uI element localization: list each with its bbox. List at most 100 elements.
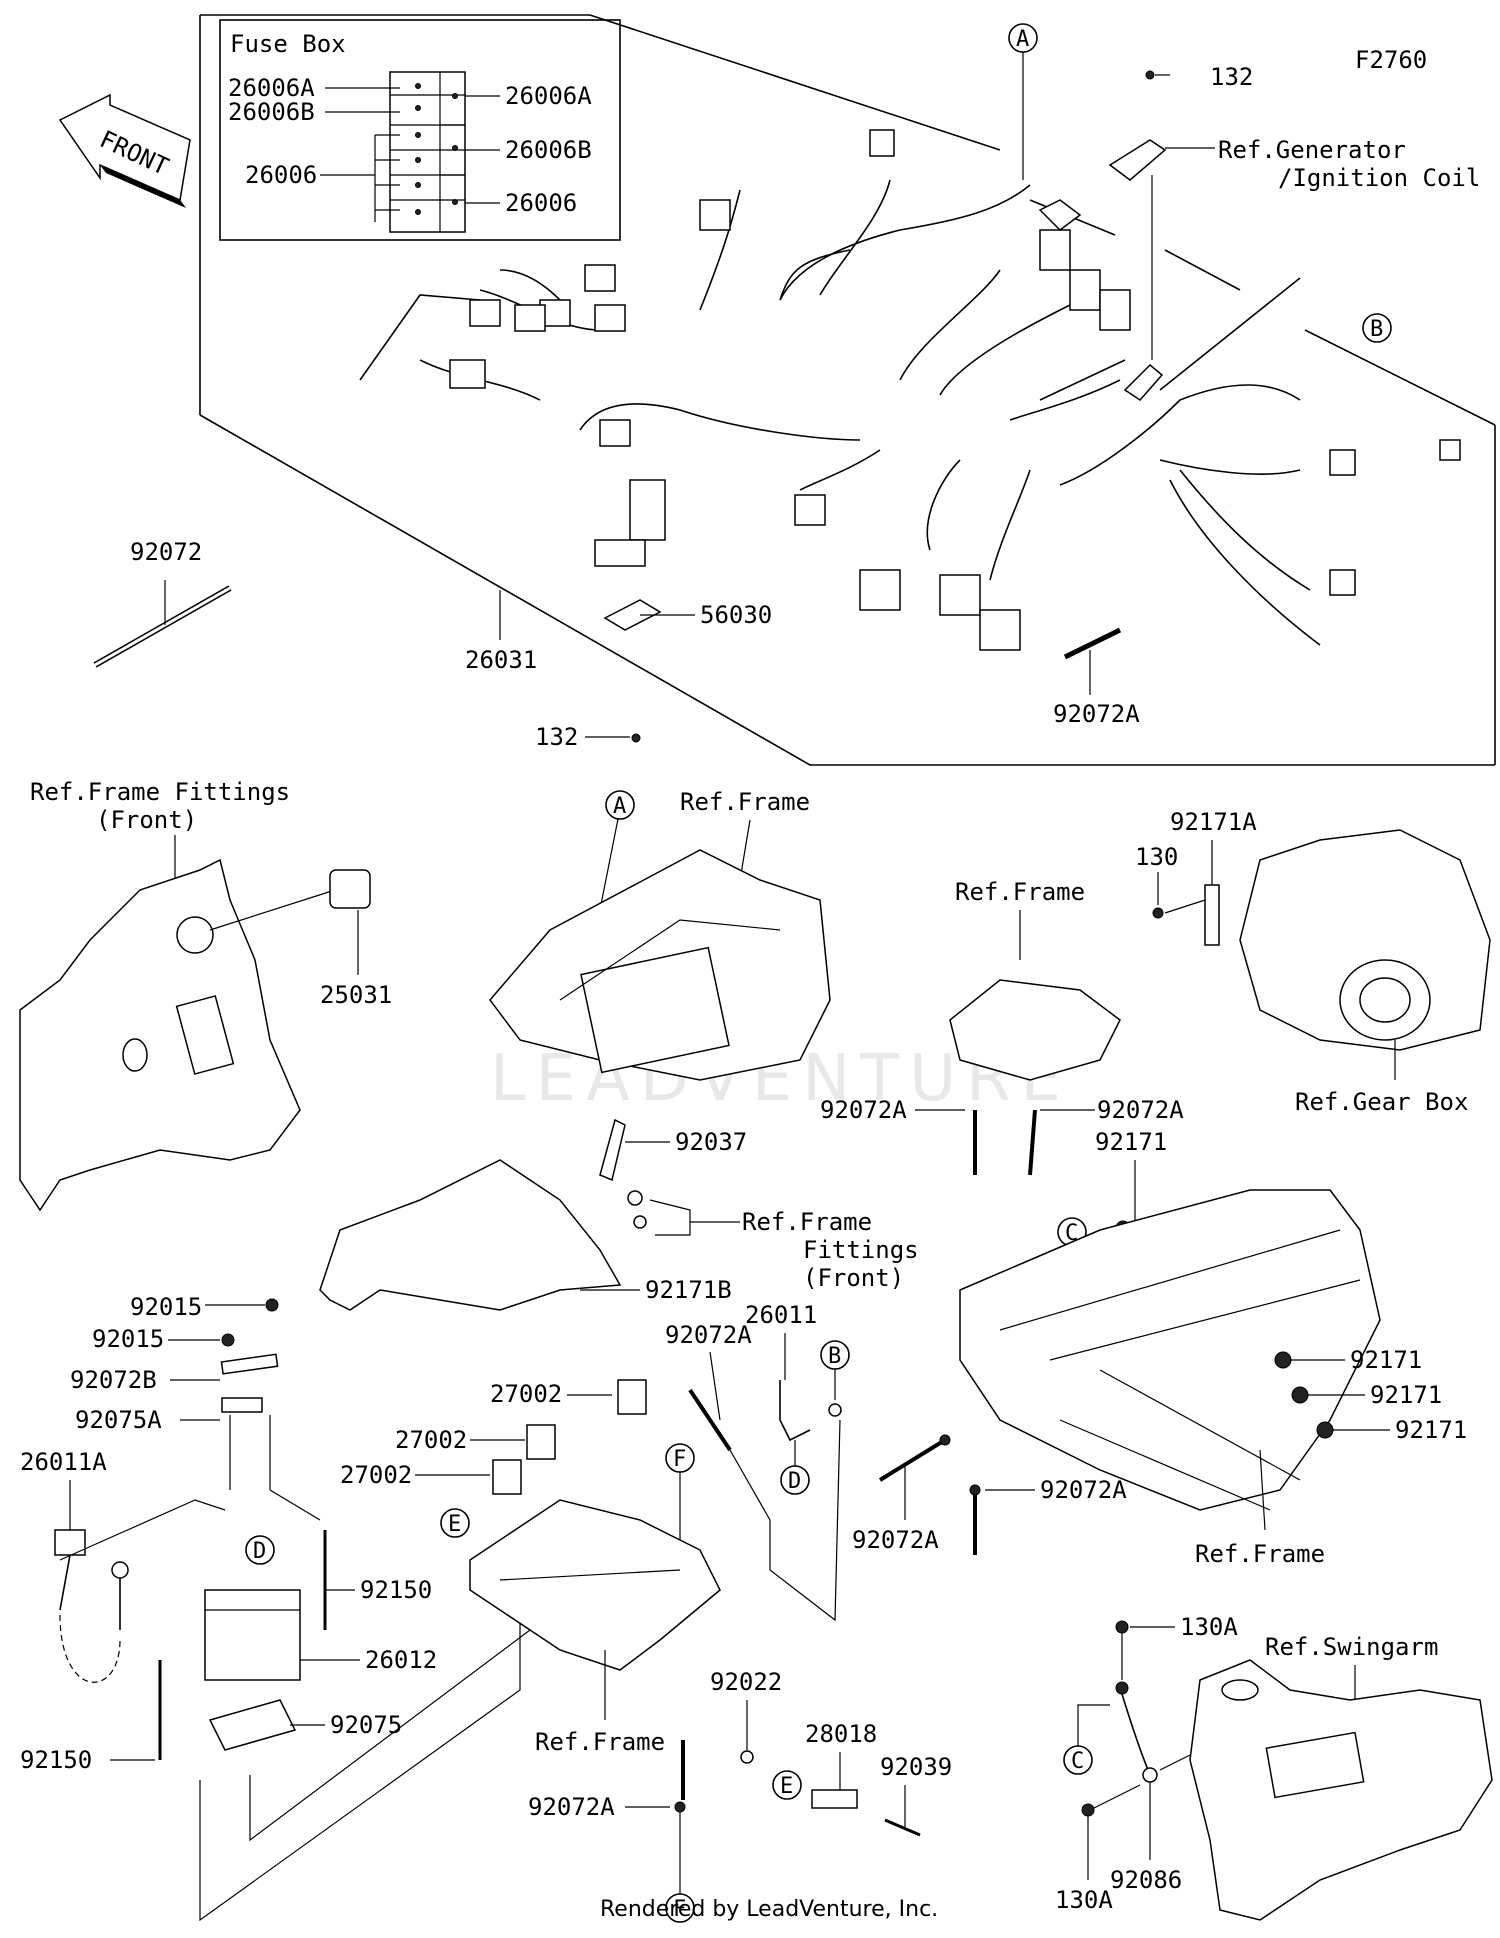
bolt-130a-top [1115, 1620, 1129, 1634]
callout-e-mid-label: E [448, 1512, 461, 1537]
clamps-92171-right [1274, 1351, 1334, 1439]
label-front-mid: (Front) [803, 1264, 904, 1292]
label-92171-c: 92171 [1395, 1416, 1467, 1444]
label-92072b: 92072B [70, 1366, 157, 1394]
clamp-92171a [1204, 884, 1220, 946]
callout-a-mid [605, 790, 635, 820]
label-92072a-mid: 92072A [665, 1321, 752, 1349]
grommet-25031 [329, 869, 371, 909]
swingarm [1189, 1659, 1493, 1921]
tie-92037 [599, 1118, 626, 1182]
ground-terminal [1123, 363, 1164, 401]
fastener-mid-1 [627, 1190, 643, 1206]
label-92072a-right: 92072A [1097, 1096, 1184, 1124]
cable-tie-92072a-mid [688, 1388, 732, 1452]
label-92037: 92037 [675, 1128, 747, 1156]
footer-credit: Rendered by LeadVenture, Inc. [600, 1897, 938, 1922]
bracket-92072b [220, 1353, 279, 1375]
callout-c-bot-label: C [1071, 1749, 1084, 1774]
label-132-mid: 132 [535, 723, 578, 751]
label-92015-a: 92015 [130, 1293, 202, 1321]
label-26031: 26031 [465, 646, 537, 674]
callout-c-mid-label: C [1065, 1221, 1078, 1246]
nut-92015-b [221, 1333, 235, 1347]
label-130: 130 [1135, 843, 1178, 871]
washer-92022 [740, 1750, 754, 1764]
callout-e-bot [772, 1770, 802, 1800]
label-92022: 92022 [710, 1668, 782, 1696]
fuse-label-left-b: 26006B [228, 98, 315, 126]
label-ref-frame-4: Ref.Frame [1195, 1540, 1325, 1568]
fuse-label-left-a: 26006A [228, 74, 315, 102]
pad-92075a [221, 1397, 263, 1413]
callout-b-top [1362, 313, 1392, 343]
label-front-paren: (Front) [96, 806, 197, 834]
label-132-top: 132 [1210, 63, 1253, 91]
battery-tray [469, 1499, 721, 1671]
pad-92075 [208, 1699, 297, 1751]
callout-f-bot-label: F [673, 1897, 686, 1922]
label-fittings-mid: Fittings [803, 1236, 919, 1264]
harness-connectors [449, 129, 1461, 651]
front-direction-arrow: FRONT [58, 93, 191, 208]
label-92072a-cl: 92072A [852, 1526, 939, 1554]
label-56030: 56030 [700, 601, 772, 629]
callout-d-left-label: D [253, 1539, 266, 1564]
relay-27002-a [617, 1379, 647, 1415]
cable-tie-92072a-top [1063, 627, 1122, 660]
bolt-130 [1152, 907, 1164, 919]
fuse-label-left-c: 26006 [245, 161, 317, 189]
label-92171b: 92171B [645, 1276, 732, 1304]
label-ref-swingarm: Ref.Swingarm [1265, 1633, 1438, 1661]
bolt-130a-bot [1081, 1803, 1095, 1817]
label-92086: 92086 [1110, 1866, 1182, 1894]
label-ref-frame-fittings-front: Ref.Frame Fittings [30, 778, 290, 806]
label-28018: 28018 [805, 1720, 877, 1748]
generator-terminal [1108, 139, 1167, 181]
fastener-mid-2 [633, 1215, 647, 1229]
relay-27002-c [492, 1459, 522, 1495]
fuse-box-title: Fuse Box [230, 30, 346, 58]
label-92171-top: 92171 [1095, 1128, 1167, 1156]
callout-f-mid-label: F [673, 1447, 686, 1472]
relay-27002-b [526, 1424, 556, 1460]
fuse-label-right-b: 26006B [505, 136, 592, 164]
label-130a-bot: 130A [1055, 1886, 1113, 1914]
label-ref-frame-3: Ref.Frame [535, 1728, 665, 1756]
harness-assembly-frame [199, 14, 1496, 766]
label-26011a: 26011A [20, 1448, 107, 1476]
label-92171a: 92171A [1170, 808, 1257, 836]
callout-f-bot [665, 1893, 695, 1923]
label-ref-frame-1: Ref.Frame [680, 788, 810, 816]
fuse-box-panel: Fuse Box 26006A 26006B 26006 26006A [219, 19, 621, 241]
label-56030-part [603, 599, 662, 631]
callout-a-top-label: A [1016, 27, 1029, 52]
label-ref-frame-fittings-mid: Ref.Frame [742, 1208, 872, 1236]
bolt-132-top [1145, 70, 1155, 80]
cable-tie-92072a-right [1028, 1109, 1037, 1176]
fuse-label-right-a: 26006A [505, 82, 592, 110]
main-wiring-harness [359, 179, 1321, 646]
sensor-28018 [811, 1789, 858, 1809]
label-25031: 25031 [320, 981, 392, 1009]
fuse-label-right-c: 26006 [505, 189, 577, 217]
nut-92015-a [265, 1298, 279, 1312]
callout-e-bot-label: E [780, 1774, 793, 1799]
terminal-26011a [111, 1561, 129, 1579]
label-92072a-cr: 92072A [1040, 1476, 1127, 1504]
label-92072a-bot: 92072A [528, 1793, 615, 1821]
label-92072a-left: 92072A [820, 1096, 907, 1124]
callout-b-top-label: B [1370, 317, 1383, 342]
frame-fitting-front-panel [19, 858, 301, 1212]
label-ignition-coil: /Ignition Coil [1278, 164, 1480, 192]
label-92039: 92039 [880, 1753, 952, 1781]
label-92150-r: 92150 [360, 1576, 432, 1604]
label-92075: 92075 [330, 1711, 402, 1739]
battery-26012 [204, 1589, 301, 1681]
label-92072: 92072 [130, 538, 202, 566]
callout-d-left [245, 1535, 275, 1565]
diagram-code: F2760 [1355, 46, 1427, 74]
label-ref-gear-box: Ref.Gear Box [1295, 1088, 1468, 1116]
bolt-132-mid [631, 733, 641, 743]
